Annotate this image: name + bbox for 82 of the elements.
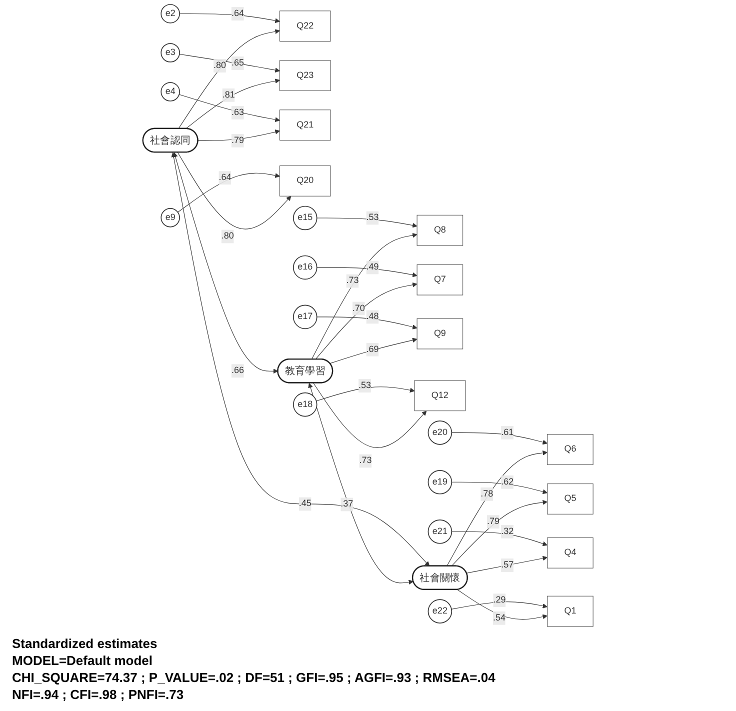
node-box: Q6: [547, 434, 594, 465]
edge-label: .78: [480, 489, 494, 499]
node-circle: e21: [428, 519, 452, 544]
edge-label: .37: [340, 499, 354, 509]
node-box: Q23: [279, 60, 331, 92]
edge-label: .79: [486, 516, 500, 526]
arrow: [330, 338, 418, 364]
node-box: Q5: [547, 484, 594, 514]
edge-label: .29: [493, 595, 506, 605]
node-box: Q9: [416, 318, 464, 350]
edge-label: .81: [222, 90, 235, 100]
node-circle: e2: [160, 4, 180, 24]
arrow: [316, 316, 418, 330]
arrow: [466, 556, 548, 574]
node-box: Q22: [279, 10, 331, 42]
node-circle: e17: [292, 304, 318, 330]
edge-label: .80: [214, 60, 226, 70]
node-circle: e3: [160, 43, 180, 62]
edge-label: .61: [501, 428, 514, 438]
node-box: Q8: [416, 214, 464, 246]
arrow: [186, 78, 280, 129]
arrow: [457, 589, 548, 620]
edge-label: .54: [492, 613, 506, 623]
node-circle: e20: [428, 420, 452, 445]
edge-label: .62: [501, 477, 514, 487]
node-circle: e9: [160, 208, 180, 228]
edge-label: .73: [346, 276, 359, 286]
arrow: [446, 450, 548, 566]
arrow: [313, 382, 427, 448]
edge-label: .79: [231, 136, 244, 146]
edge-label: .64: [218, 172, 232, 182]
edge-label: .45: [298, 498, 312, 508]
edge-label: .69: [366, 344, 379, 354]
node-box: Q21: [279, 110, 331, 141]
node-circle: e4: [160, 82, 180, 102]
arrow: [178, 94, 280, 122]
edge-label: .32: [501, 526, 514, 536]
node-box: Q20: [279, 166, 331, 196]
arrow: [316, 218, 418, 228]
edge-label: .63: [231, 108, 244, 118]
node-box: Q12: [414, 380, 466, 412]
fit-statistics-note: NFI=.94 ; CFI=.98 ; PNFI=.73: [12, 686, 185, 703]
node-circle: e22: [428, 599, 452, 624]
edge-label: .48: [366, 312, 379, 322]
arrow: [198, 130, 280, 141]
arrow: [311, 232, 418, 360]
edge-label: .49: [366, 262, 379, 272]
node-circle: e18: [292, 392, 318, 417]
fit-statistics-note: CHI_SQUARE=74.37 ; P_VALUE=.02 ; DF=51 ; GFI=.95 ; AGFI=.93 ; RMSEA=.04: [12, 669, 496, 686]
arrow: [179, 54, 280, 73]
arrow: [316, 386, 415, 402]
edge-label: .57: [501, 560, 514, 570]
fit-statistics-note: MODEL=Default model: [12, 652, 154, 669]
edge-label: .73: [359, 456, 372, 466]
arrow: [451, 432, 548, 445]
arrow: [179, 13, 280, 24]
fit-statistics-note: Standardized estimates: [12, 635, 158, 652]
arrow: [315, 282, 418, 360]
arrow: [308, 382, 414, 585]
node-box: Q4: [547, 537, 594, 568]
arrow: [178, 172, 280, 213]
arrow: [171, 152, 430, 566]
arrow: [451, 482, 548, 494]
edge-label: .66: [231, 366, 244, 376]
edge-label: .53: [358, 380, 372, 390]
node-circle: e15: [292, 206, 318, 230]
edge-label: .80: [221, 231, 234, 241]
arrow: [173, 152, 278, 374]
edge-label: .70: [352, 303, 365, 314]
arrow: [451, 531, 548, 546]
arrow: [451, 602, 548, 610]
arrow: [177, 152, 292, 230]
node-box: Q7: [416, 264, 464, 296]
edge-label: .64: [231, 8, 244, 18]
edge-label: .53: [366, 212, 379, 222]
edge-label: .65: [231, 58, 244, 68]
arrow: [316, 267, 418, 278]
node-box: Q1: [547, 596, 594, 627]
node-circle: e19: [428, 470, 452, 494]
node-circle: e16: [292, 255, 318, 280]
arrow: [451, 500, 548, 566]
arrow: [178, 29, 280, 129]
